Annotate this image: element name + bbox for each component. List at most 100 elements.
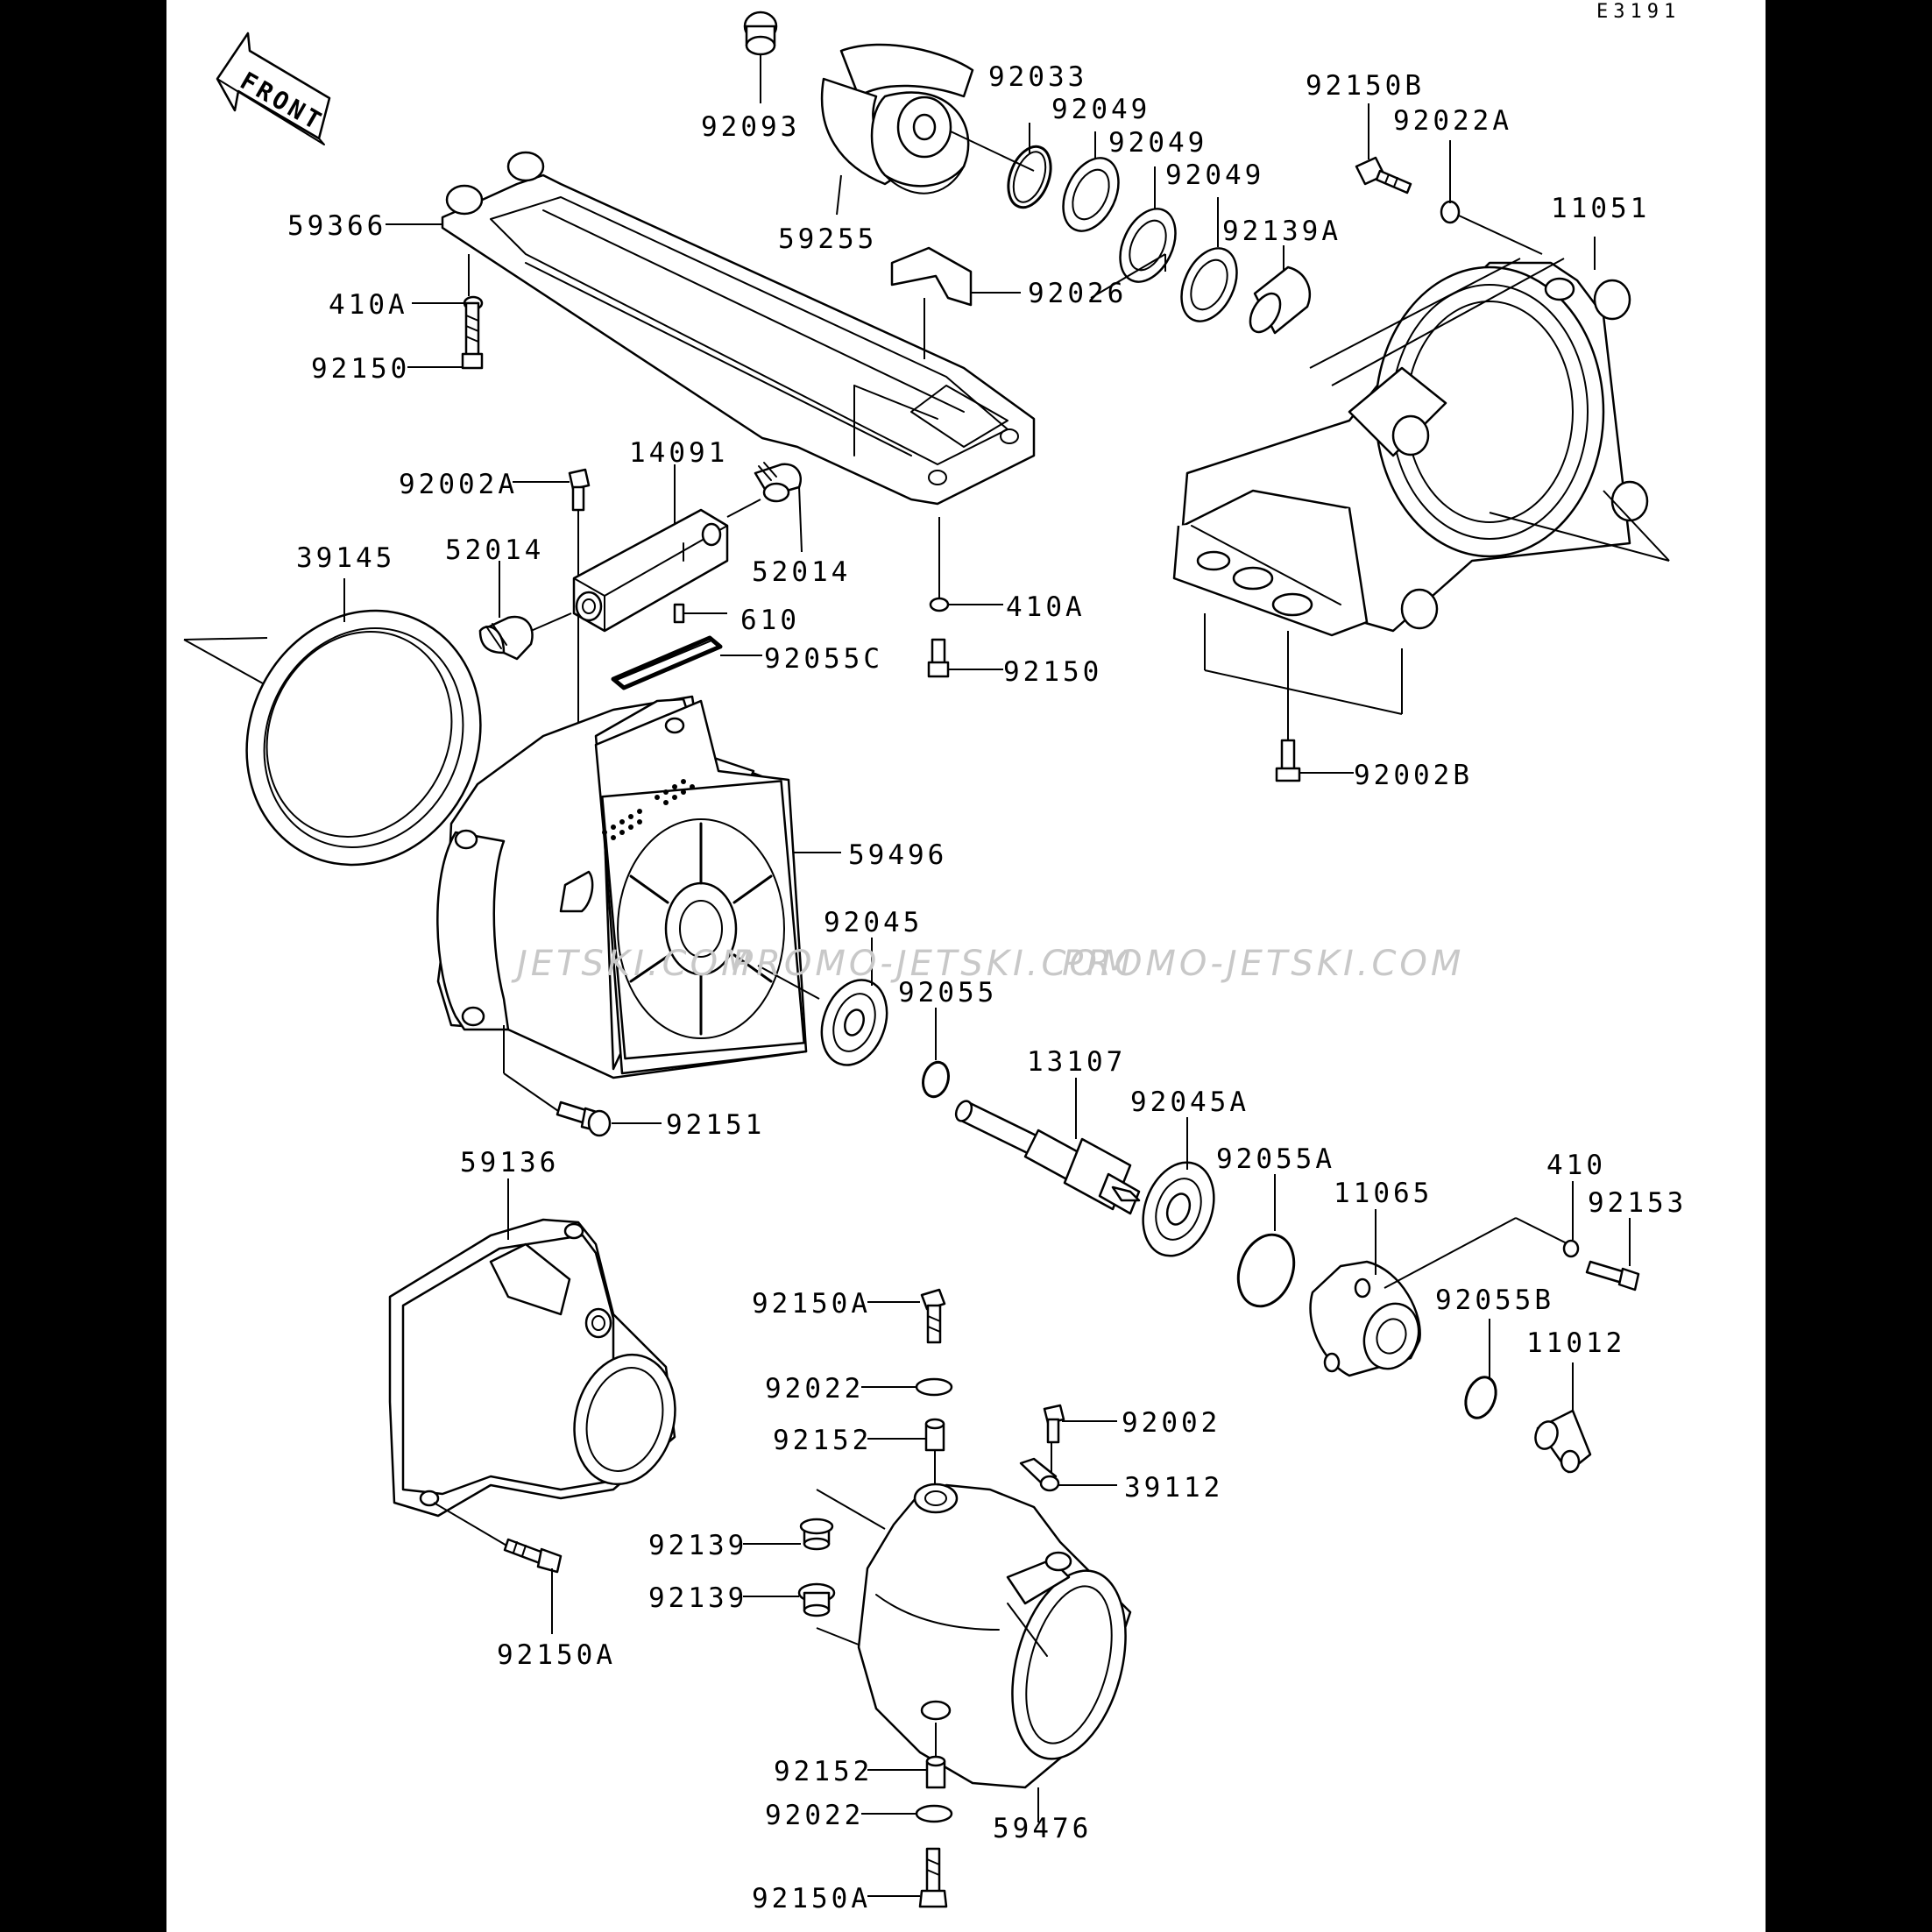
label-39145: 39145 bbox=[296, 542, 395, 574]
label-92150A-1: 92150A bbox=[752, 1288, 871, 1320]
part-92139-bushing-bottom bbox=[797, 1582, 836, 1617]
part-92022-washer-bottom bbox=[915, 1804, 953, 1823]
label-92055B: 92055B bbox=[1435, 1284, 1554, 1316]
label-92002B: 92002B bbox=[1354, 760, 1473, 791]
part-92045-bearing bbox=[820, 979, 888, 1066]
label-92150A-3: 92150A bbox=[752, 1883, 871, 1914]
part-92055-o-ring bbox=[922, 1060, 950, 1099]
part-92045A-bearing bbox=[1142, 1161, 1215, 1257]
label-59366: 59366 bbox=[287, 210, 386, 242]
part-92150B-bolt bbox=[1355, 156, 1412, 195]
watermark-right: PROMO-JETSKI.COM bbox=[1062, 944, 1464, 984]
part-92049-seal-1 bbox=[1062, 157, 1120, 232]
part-92150A-bolt-top bbox=[920, 1288, 946, 1344]
part-92139-bushing-top bbox=[799, 1518, 834, 1551]
label-92055A: 92055A bbox=[1216, 1143, 1335, 1175]
label-59496: 59496 bbox=[848, 839, 947, 871]
part-39112-lever bbox=[1019, 1457, 1060, 1492]
part-92093-seal bbox=[743, 11, 778, 56]
label-11051: 11051 bbox=[1551, 193, 1650, 224]
part-labels: 92093 92033 92049 92049 92049 92139A 921… bbox=[287, 61, 1687, 1914]
part-92002B-bolt bbox=[1275, 739, 1301, 782]
part-92026-shim bbox=[890, 246, 973, 307]
part-92152-collar-bottom bbox=[925, 1755, 946, 1789]
label-92150A-2: 92150A bbox=[497, 1639, 616, 1671]
label-59255: 59255 bbox=[778, 223, 877, 255]
part-59136-housing-duct bbox=[388, 1218, 676, 1518]
label-92139-1: 92139 bbox=[648, 1530, 747, 1561]
part-92022A-washer bbox=[1440, 200, 1461, 224]
part-92049-seal-2 bbox=[1119, 208, 1177, 283]
label-92049-2: 92049 bbox=[1108, 127, 1207, 159]
part-11012-plug bbox=[1534, 1409, 1592, 1474]
part-610-pin bbox=[673, 603, 685, 624]
label-59476: 59476 bbox=[993, 1813, 1092, 1844]
part-52014-elbow-2 bbox=[754, 462, 802, 503]
label-92049-1: 92049 bbox=[1051, 94, 1150, 125]
part-92055C-gasket bbox=[611, 635, 723, 690]
part-92049-seal-3 bbox=[1180, 247, 1238, 322]
label-92139-2: 92139 bbox=[648, 1582, 747, 1614]
part-92033-circlip bbox=[1007, 145, 1052, 209]
label-92002A: 92002A bbox=[399, 469, 518, 500]
label-92022-1: 92022 bbox=[765, 1373, 864, 1405]
label-14091: 14091 bbox=[629, 437, 728, 469]
label-92022-2: 92022 bbox=[765, 1800, 864, 1831]
part-13107-drive-shaft bbox=[954, 1100, 1141, 1215]
part-59366-pump-cover bbox=[441, 151, 1036, 506]
label-410A-1: 410A bbox=[329, 289, 408, 321]
label-92045A: 92045A bbox=[1130, 1086, 1249, 1118]
watermark-left: JETSKI.COM bbox=[511, 944, 755, 984]
part-11051-pump-housing bbox=[1172, 261, 1649, 637]
label-59136: 59136 bbox=[460, 1147, 559, 1178]
part-410A-washer-2 bbox=[929, 597, 950, 612]
part-92151-bolt bbox=[556, 1100, 612, 1137]
label-39112: 39112 bbox=[1124, 1472, 1223, 1504]
label-92150B: 92150B bbox=[1306, 70, 1425, 102]
label-92026: 92026 bbox=[1028, 278, 1127, 309]
part-410-washer bbox=[1562, 1239, 1580, 1258]
label-92045: 92045 bbox=[824, 907, 923, 938]
part-92022-washer-top bbox=[915, 1377, 953, 1397]
part-59476-steering-nozzle bbox=[857, 1483, 1132, 1789]
label-92139A: 92139A bbox=[1222, 216, 1341, 247]
label-410A-2: 410A bbox=[1006, 591, 1086, 623]
part-39145-liner-ring bbox=[245, 609, 482, 867]
part-92139A-bushing bbox=[1249, 265, 1312, 335]
part-92150-bolt-2 bbox=[927, 638, 950, 678]
part-92055B-o-ring bbox=[1464, 1376, 1497, 1419]
part-92153-bolt bbox=[1585, 1260, 1640, 1292]
label-92093: 92093 bbox=[701, 111, 800, 143]
part-52014-elbow-1 bbox=[478, 615, 534, 661]
label-92153: 92153 bbox=[1588, 1187, 1687, 1219]
part-59496-pump-case bbox=[436, 695, 808, 1079]
label-92049-3: 92049 bbox=[1165, 159, 1264, 191]
label-610: 610 bbox=[740, 605, 800, 636]
label-92151: 92151 bbox=[666, 1109, 765, 1141]
label-52014-1: 52014 bbox=[445, 534, 544, 566]
label-92152-2: 92152 bbox=[774, 1756, 873, 1787]
label-13107: 13107 bbox=[1027, 1046, 1126, 1078]
watermark-mid: PROMO-JETSKI.COM bbox=[732, 944, 1134, 984]
label-92033: 92033 bbox=[988, 61, 1087, 93]
part-92002-bolt bbox=[1043, 1404, 1065, 1444]
label-92022A: 92022A bbox=[1393, 105, 1512, 137]
label-92152-1: 92152 bbox=[773, 1425, 872, 1456]
label-410: 410 bbox=[1546, 1150, 1606, 1181]
label-92055C: 92055C bbox=[764, 643, 883, 675]
label-92002: 92002 bbox=[1122, 1407, 1221, 1439]
label-11012: 11012 bbox=[1526, 1327, 1625, 1359]
label-92150-2: 92150 bbox=[1003, 656, 1102, 688]
part-92150A-bolt-left bbox=[503, 1538, 563, 1574]
label-92150-1: 92150 bbox=[311, 353, 410, 385]
label-92055: 92055 bbox=[898, 977, 997, 1008]
part-92055A-o-ring bbox=[1236, 1233, 1296, 1308]
part-92150-bolt-1 bbox=[461, 301, 484, 370]
part-92152-collar-top bbox=[924, 1418, 945, 1452]
label-52014-2: 52014 bbox=[752, 556, 851, 588]
label-11065: 11065 bbox=[1334, 1178, 1433, 1209]
part-59255-impeller bbox=[820, 43, 974, 195]
diagram-code: E3191 bbox=[1596, 1, 1681, 23]
part-92150A-bolt-bottom bbox=[918, 1847, 948, 1908]
